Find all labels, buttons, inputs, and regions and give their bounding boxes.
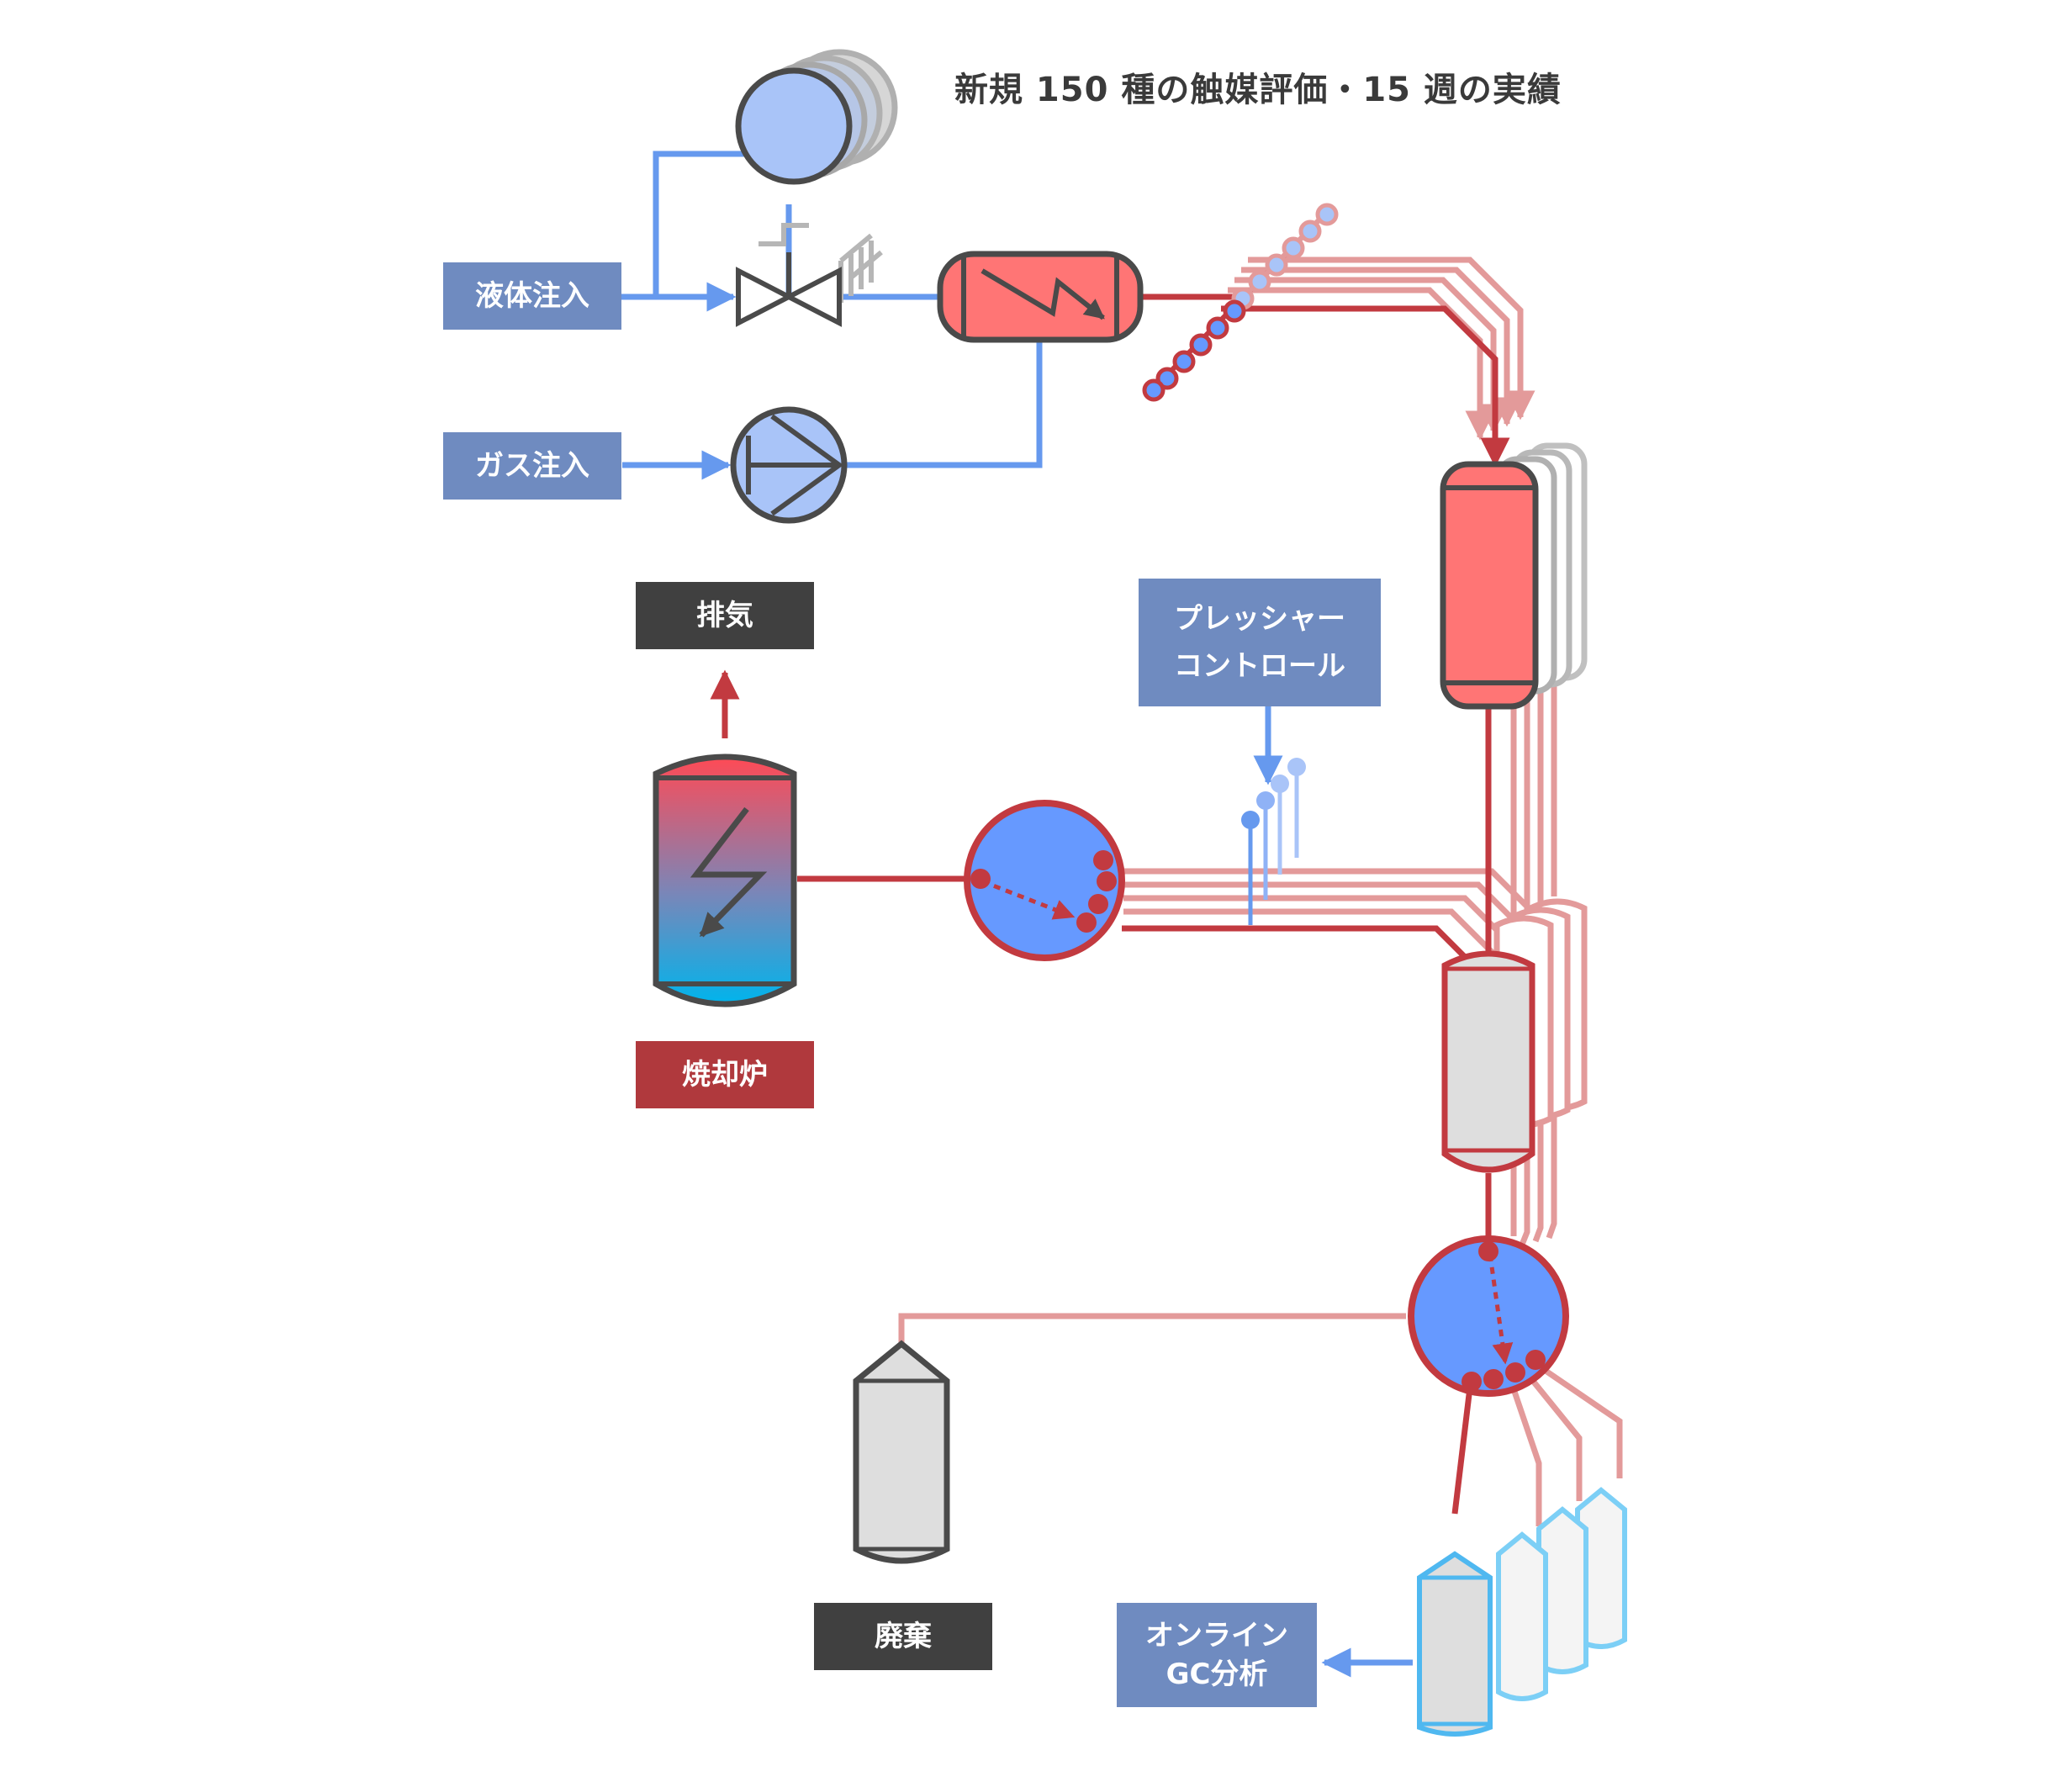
pressure-control-label: プレッシャー コントロール — [1139, 579, 1381, 706]
switching-valve-icon — [1408, 1235, 1569, 1397]
bead-rod-icon — [1142, 203, 1339, 402]
exhaust-label: 排気 — [636, 582, 814, 649]
cylinder-feed-line — [621, 151, 747, 300]
pressure-control-text-line1: プレッシャー — [1174, 601, 1345, 636]
reactor-stack-icon — [1440, 442, 1588, 710]
pressure-valve-icon — [1241, 758, 1306, 925]
main-lines — [710, 293, 1510, 1515]
waste-text: 廃棄 — [875, 1619, 932, 1653]
pump-to-heater-line — [844, 325, 1043, 468]
switching-valve-icon — [964, 800, 1125, 961]
parallel-lines — [898, 256, 1623, 1526]
gas-injection-text: ガス注入 — [475, 448, 589, 483]
gas-injection-label: ガス注入 — [443, 432, 621, 500]
feed-lines — [621, 151, 1413, 1678]
gc-vial-icon — [1417, 1487, 1627, 1737]
liquid-injection-text: 液体注入 — [475, 278, 589, 313]
gas-pump-icon — [730, 406, 848, 524]
waste-label: 廃棄 — [814, 1603, 992, 1670]
incinerator-text: 焼却炉 — [682, 1057, 768, 1092]
online-gc-text-line2: GC分析 — [1166, 1658, 1268, 1691]
online-gc-text-line1: オンライン — [1145, 1618, 1288, 1652]
diagram-title: 新規 150 種の触媒評価・15 週の実績 — [954, 71, 1562, 109]
waste-vessel-icon — [853, 1340, 950, 1564]
cylinder-stack-icon — [735, 49, 898, 185]
valve-icon — [736, 223, 883, 327]
incinerator-icon — [653, 753, 797, 1007]
liquid-injection-label: 液体注入 — [443, 262, 621, 330]
pressure-control-text-line2: コントロール — [1174, 649, 1345, 683]
incinerator-label: 焼却炉 — [636, 1041, 814, 1108]
heater-icon — [937, 251, 1144, 343]
separator-icon — [1441, 898, 1588, 1173]
exhaust-text: 排気 — [696, 598, 753, 632]
online-gc-label: オンライン GC分析 — [1117, 1603, 1317, 1707]
